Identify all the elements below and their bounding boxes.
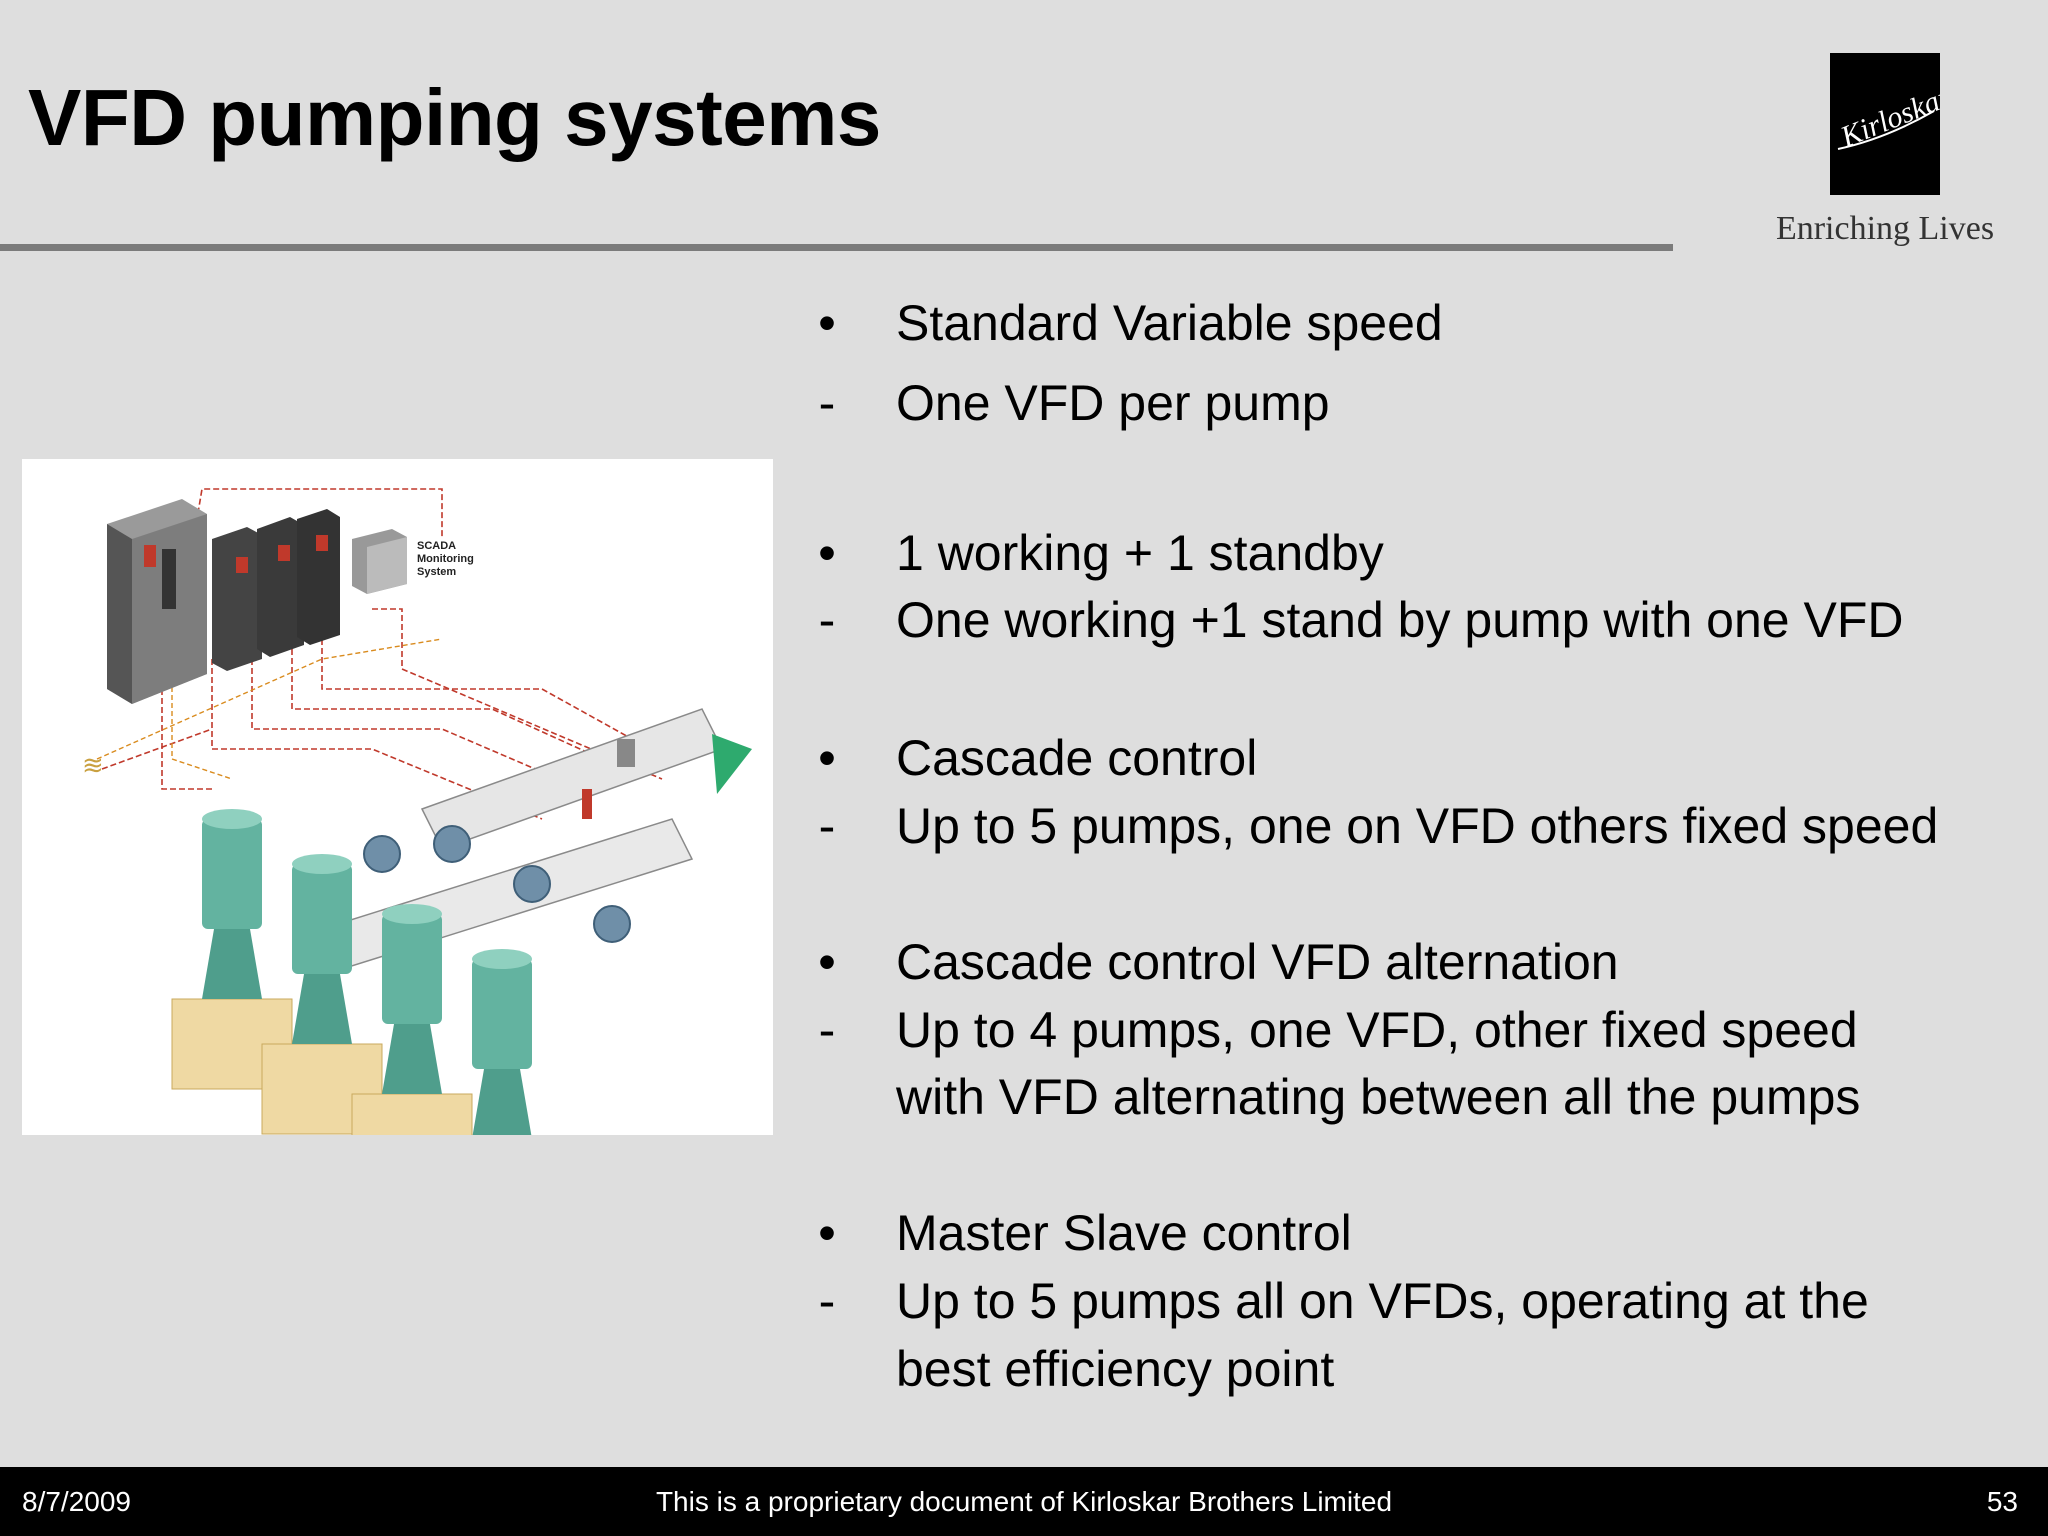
bullet-marker: • <box>818 934 836 990</box>
footer-bar: This is a proprietary document of Kirlos… <box>0 1467 2048 1536</box>
bullet-text: Up to 5 pumps all on VFDs, operating at … <box>896 1273 1869 1329</box>
bullet-marker: - <box>818 592 836 648</box>
bullet-marker: - <box>818 375 836 431</box>
bullet-text: Standard Variable speed <box>896 295 1443 351</box>
scada-label-line3: System <box>417 566 456 578</box>
vfd-system-illustration: SCADA Monitoring System <box>22 459 773 1135</box>
bullet-marker: - <box>818 1273 836 1329</box>
footer-note: This is a proprietary document of Kirlos… <box>655 1486 1393 1517</box>
scada-label-line2: Monitoring <box>417 553 474 565</box>
title-divider <box>0 244 1673 251</box>
bullet-marker: - <box>818 798 836 854</box>
bullet-marker: • <box>818 1205 836 1261</box>
bullet-text: Up to 4 pumps, one VFD, other fixed spee… <box>896 1002 1858 1058</box>
bullet-text: Cascade control VFD alternation <box>896 934 1619 990</box>
bullet-text: with VFD alternating between all the pum… <box>896 1069 1861 1125</box>
bullet-text: Up to 5 pumps, one on VFD others fixed s… <box>896 798 1939 854</box>
bullet-marker: - <box>818 1002 836 1058</box>
bullet-marker: • <box>818 295 836 351</box>
slide-title: VFD pumping systems <box>28 73 881 162</box>
bullet-marker: • <box>818 730 836 786</box>
bullet-text: Cascade control <box>896 730 1258 786</box>
scada-label-line1: SCADA <box>417 540 456 552</box>
logo-tagline: Enriching Lives <box>1775 210 1995 247</box>
page-number: 53 <box>1986 1486 2018 1517</box>
bullet-text: Master Slave control <box>896 1205 1352 1261</box>
svg-text:Kirloskar: Kirloskar <box>1835 80 1940 154</box>
bullet-text: best efficiency point <box>896 1341 1335 1397</box>
svg-text:≋: ≋ <box>82 751 104 781</box>
footer-date: 8/7/2009 <box>22 1486 131 1517</box>
bullet-text: One VFD per pump <box>896 375 1330 431</box>
bullet-text: 1 working + 1 standby <box>896 525 1384 581</box>
bullet-text: One working +1 stand by pump with one VF… <box>896 592 1904 648</box>
bullet-marker: • <box>818 525 836 581</box>
kirloskar-logo: Kirloskar <box>1830 53 1940 195</box>
